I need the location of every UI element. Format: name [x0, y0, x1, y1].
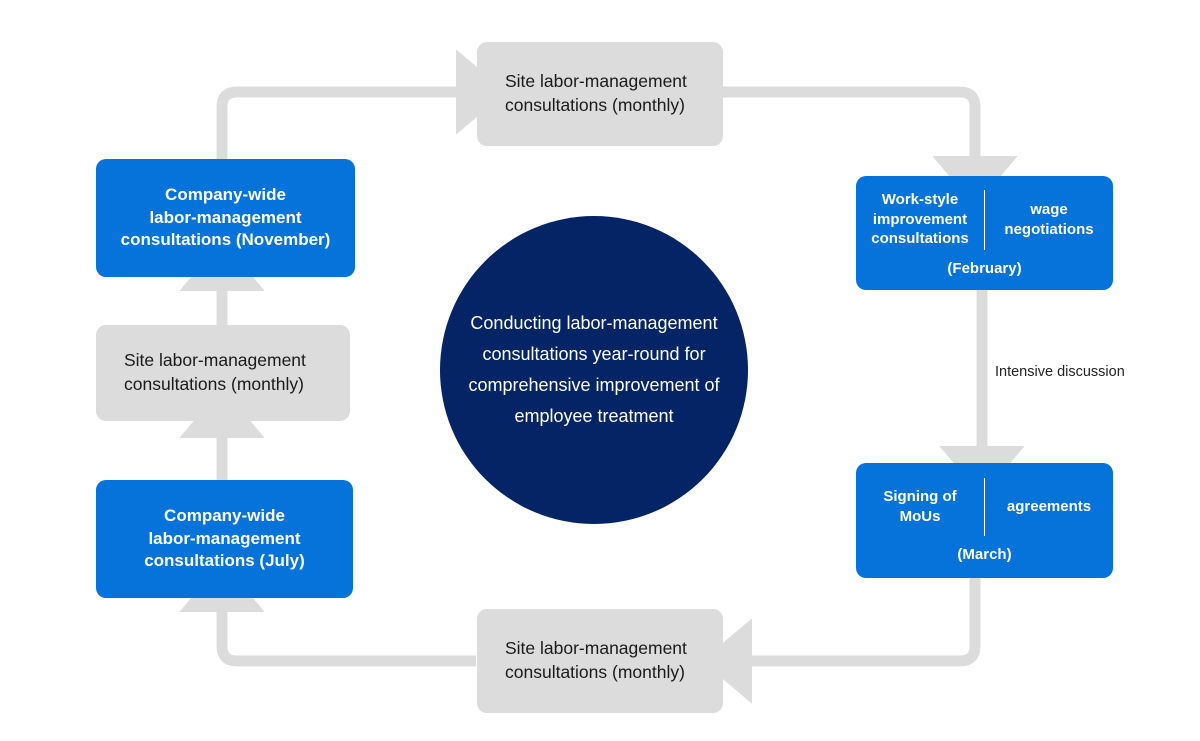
node-bottom-site-monthly-label: Site labor-management consultations (mon… [505, 638, 687, 682]
node-february-divider [984, 189, 985, 250]
node-february-month: (February) [947, 259, 1022, 277]
center-hub: Conducting labor-management consultation… [440, 216, 748, 524]
node-february-columns: Work-style improvement consultations wag… [856, 189, 1113, 250]
node-february[interactable]: Work-style improvement consultations wag… [856, 176, 1113, 290]
connector-bottom-monthly-to-july [179, 561, 476, 667]
node-march-divider [984, 478, 985, 536]
node-march-left-label: Signing of MoUs [883, 488, 957, 525]
connector-november-to-top-monthly [216, 49, 507, 160]
node-march-right-label: agreements [1006, 498, 1092, 516]
node-left-site-monthly[interactable]: Site labor-management consultations (mon… [96, 325, 350, 421]
edge-caption-intensive-discussion: Intensive discussion [995, 364, 1125, 380]
node-november[interactable]: Company-wide labor-management consultati… [96, 159, 355, 277]
node-july-label: Company-wide labor-management consultati… [144, 505, 305, 571]
node-march-month: (March) [957, 546, 1012, 563]
node-february-right-label: wage negotiations [1004, 200, 1094, 238]
node-top-site-monthly-label: Site labor-management consultations (mon… [505, 71, 687, 115]
node-february-left-label: Work-style improvement consultations [871, 190, 969, 248]
node-march[interactable]: Signing of MoUs agreements (March) [856, 463, 1113, 578]
node-bottom-site-monthly[interactable]: Site labor-management consultations (mon… [477, 609, 723, 713]
center-hub-text: Conducting labor-management consultation… [468, 313, 720, 426]
connector-march-to-bottom-monthly [701, 578, 981, 704]
connector-top-monthly-to-february [723, 86, 1018, 207]
node-march-columns: Signing of MoUs agreements [856, 478, 1113, 536]
node-november-label: Company-wide labor-management consultati… [120, 184, 331, 250]
node-top-site-monthly[interactable]: Site labor-management consultations (mon… [477, 42, 723, 146]
node-left-site-monthly-label: Site labor-management consultations (mon… [124, 350, 306, 394]
node-july[interactable]: Company-wide labor-management consultati… [96, 480, 353, 598]
